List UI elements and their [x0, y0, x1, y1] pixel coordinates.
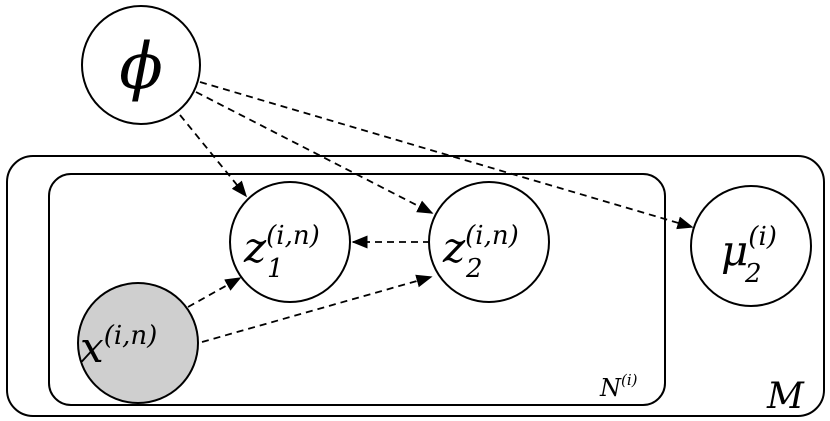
edge-phi-mu2 — [199, 81, 694, 230]
node-z2: z(i,n) 2 — [428, 181, 550, 303]
node-x-label: x(i,n) — [80, 321, 157, 372]
plate-outer-m — [6, 155, 825, 417]
node-phi: ϕ — [81, 5, 201, 125]
node-x-observed: x(i,n) — [77, 282, 199, 404]
node-z1: z(i,n) 1 — [229, 181, 351, 303]
edge-phi-z1 — [179, 114, 248, 198]
node-z2-label: z(i,n) — [442, 221, 519, 272]
plate-inner-label: N(i) — [599, 371, 638, 402]
edge-x-z1 — [187, 277, 242, 308]
node-mu2-subscript: 2 — [744, 259, 762, 289]
node-mu2: μ(i) 2 — [690, 185, 812, 307]
node-z2-subscript: 2 — [465, 254, 483, 284]
edge-phi-z2 — [195, 91, 434, 214]
node-z1-subscript: 1 — [267, 254, 284, 284]
node-phi-label: ϕ — [119, 30, 163, 104]
node-z1-label: z(i,n) — [243, 221, 320, 272]
edge-x-z2 — [201, 274, 433, 343]
plate-outer-label: M — [766, 376, 805, 417]
node-mu2-label: μ(i) — [721, 222, 777, 275]
